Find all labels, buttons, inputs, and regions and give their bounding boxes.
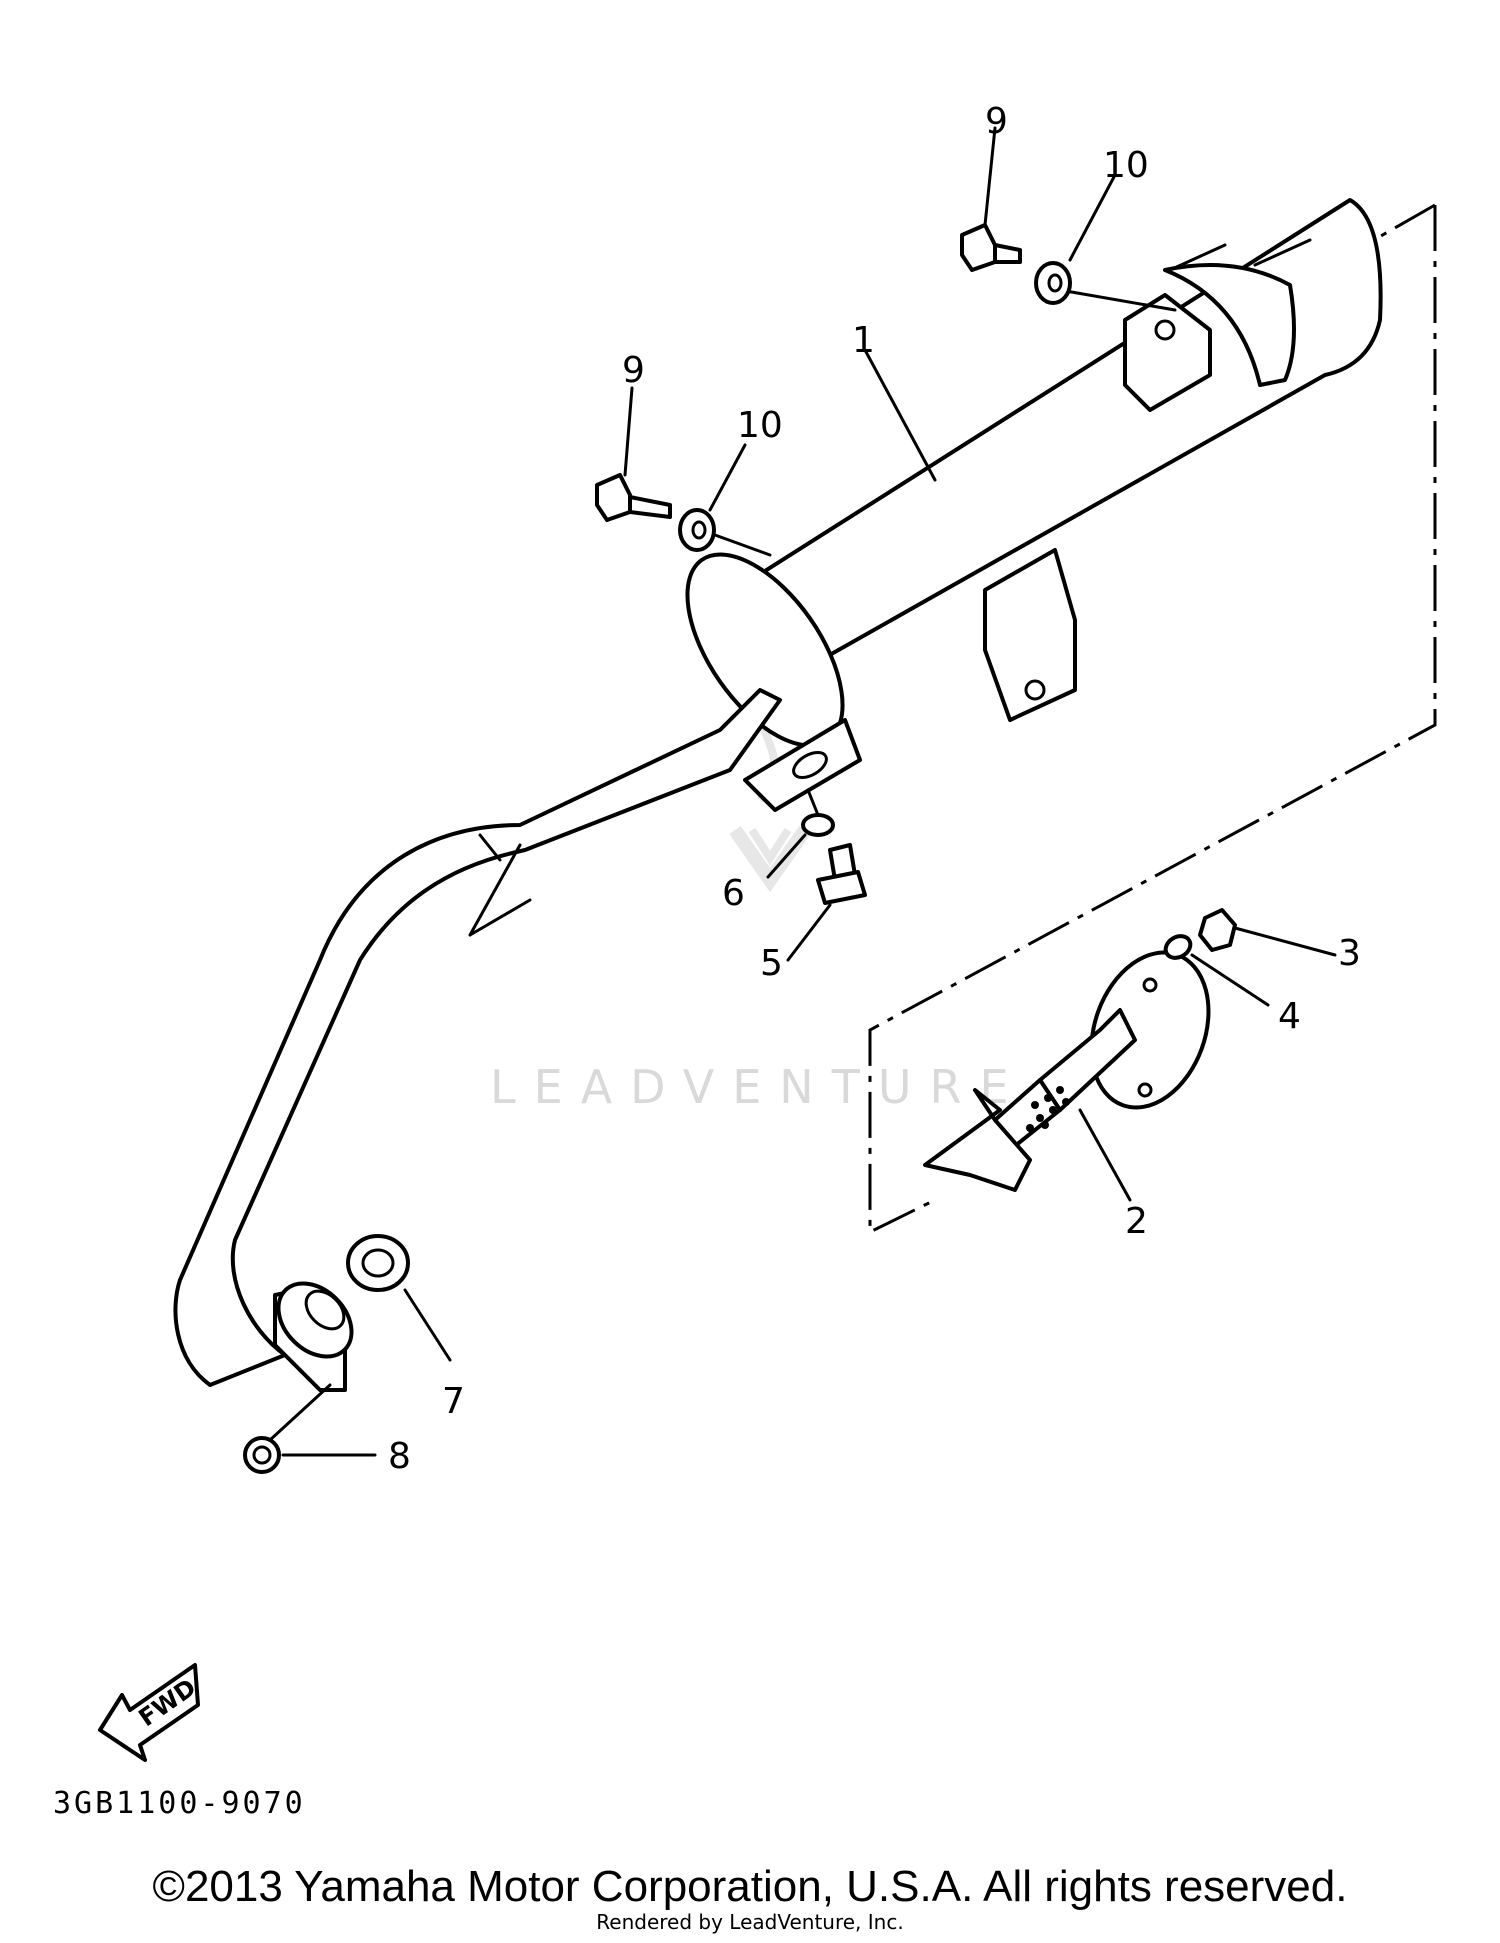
bolt-5 xyxy=(786,843,867,962)
leader-1 xyxy=(863,348,937,482)
diagram-code: 3GB1100-9070 xyxy=(53,1786,306,1821)
screw-3 xyxy=(1198,908,1337,957)
silencer-insert xyxy=(923,950,1211,1202)
gasket xyxy=(346,1234,452,1362)
callout-4: 4 xyxy=(1278,996,1301,1037)
watermark-text: LEADVENTURE xyxy=(490,1060,1027,1114)
copyright-notice: ©2013 Yamaha Motor Corporation, U.S.A. A… xyxy=(152,1862,1348,1911)
bolt-9-left xyxy=(595,386,672,522)
callout-8: 8 xyxy=(388,1436,411,1477)
callout-5: 5 xyxy=(760,943,783,984)
callout-7: 7 xyxy=(442,1381,465,1422)
callout-10-top: 10 xyxy=(1103,145,1149,186)
washer-10-top xyxy=(1034,173,1117,305)
washer-6 xyxy=(766,788,835,879)
callout-6: 6 xyxy=(722,873,745,914)
callout-10-left: 10 xyxy=(737,405,783,446)
bolt-9-top xyxy=(960,126,1022,272)
rendered-by-notice: Rendered by LeadVenture, Inc. xyxy=(596,1910,904,1934)
callout-1: 1 xyxy=(852,320,875,361)
washer-10-left xyxy=(678,443,747,552)
callout-3: 3 xyxy=(1338,933,1361,974)
muffler xyxy=(685,198,1383,748)
callout-9-left: 9 xyxy=(622,350,645,391)
nut xyxy=(243,1383,377,1474)
callout-9-top: 9 xyxy=(985,101,1008,142)
exhaust-flange xyxy=(273,1281,354,1392)
fwd-arrow-icon: FWD xyxy=(98,1663,201,1762)
washer-4 xyxy=(1163,934,1270,1007)
callout-2: 2 xyxy=(1125,1201,1148,1242)
exhaust-header-pipe xyxy=(173,688,862,1387)
exploded-view-box xyxy=(868,203,1437,1235)
